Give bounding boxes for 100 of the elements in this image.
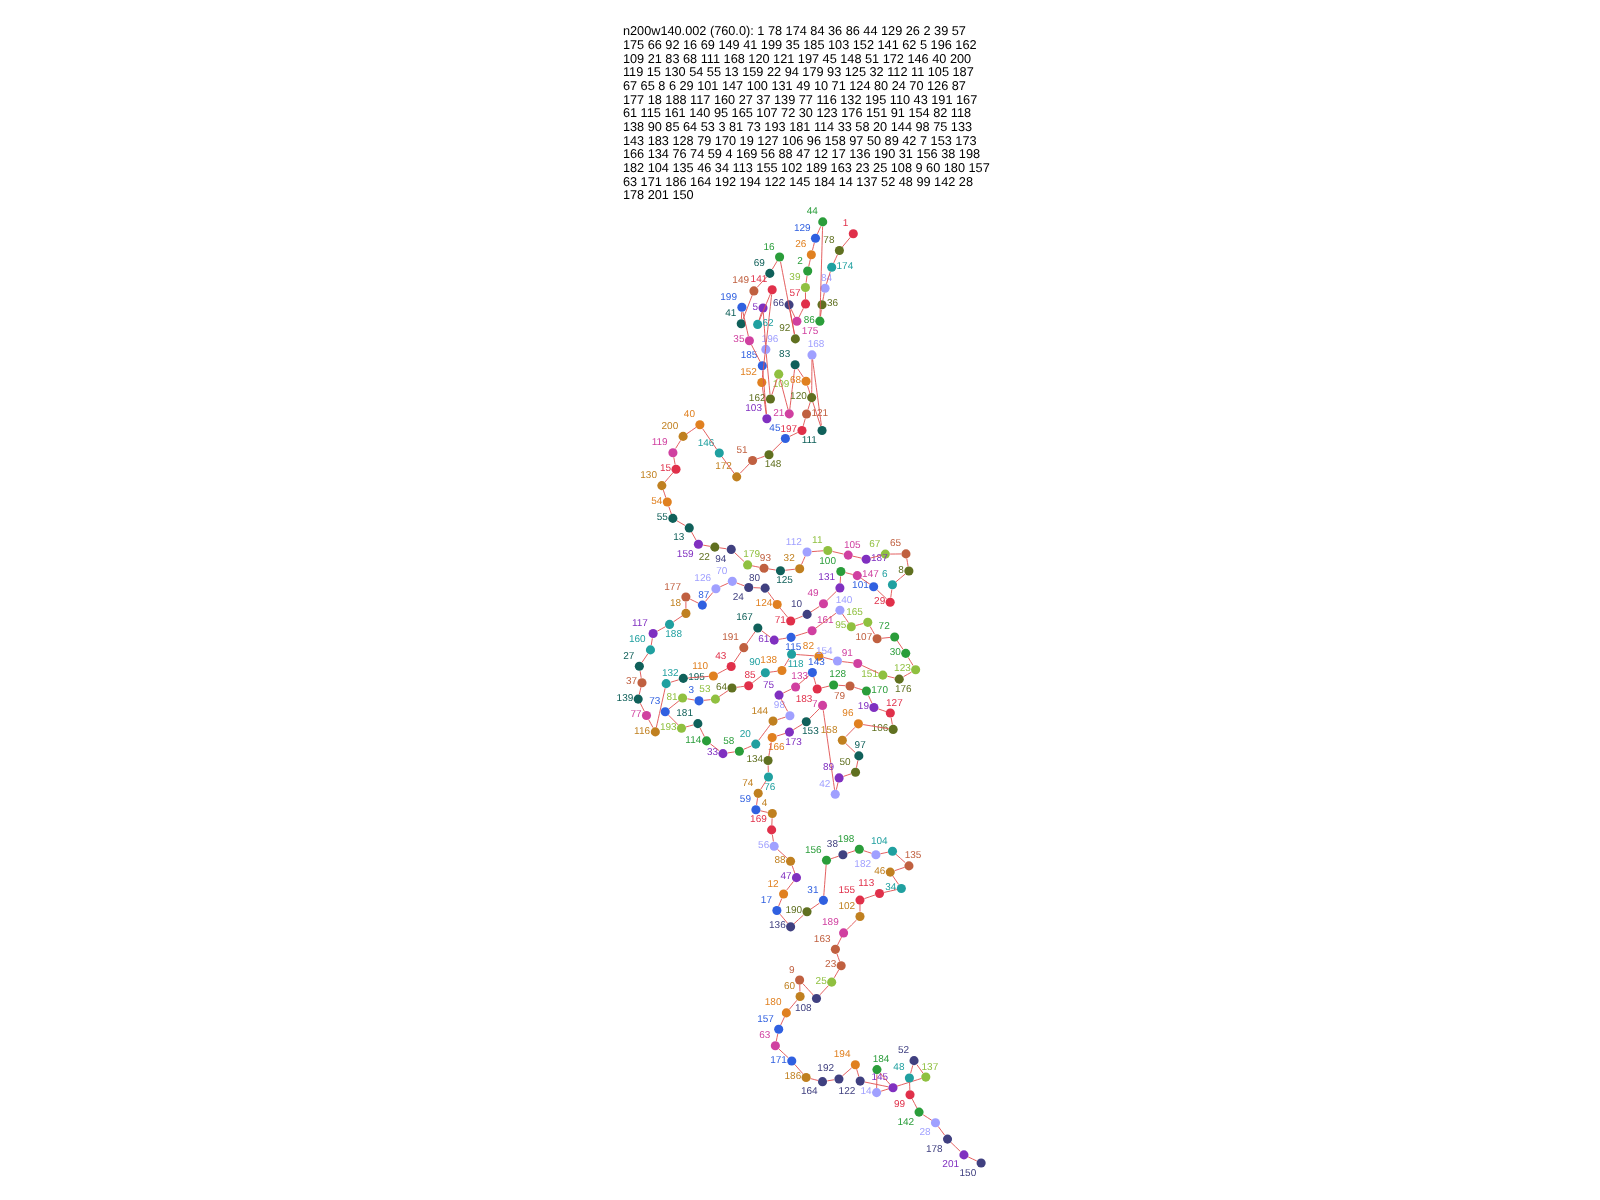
connector [776, 716, 785, 721]
connector [809, 902, 819, 910]
node-circle [771, 600, 781, 610]
connector [755, 276, 767, 288]
connector [742, 745, 751, 750]
node-circle [920, 1072, 930, 1082]
node-circle [677, 431, 687, 441]
node-circle [707, 671, 717, 681]
node-circle [801, 409, 811, 419]
node-circle [786, 1056, 796, 1066]
connector [640, 653, 648, 663]
node-circle [784, 711, 794, 721]
connector [859, 577, 870, 585]
connector [779, 698, 788, 712]
connector [810, 550, 823, 553]
connector [842, 773, 851, 777]
node-circle [813, 651, 823, 661]
connector [936, 1126, 945, 1136]
node-circle [860, 554, 870, 564]
node-circle [785, 632, 795, 642]
node-circle [725, 544, 735, 554]
node-circle [785, 616, 795, 626]
node-circle [789, 360, 799, 370]
node-circle [835, 961, 845, 971]
node-circle [776, 666, 786, 676]
node-circle [820, 855, 831, 865]
node-circle [895, 884, 905, 894]
node-circle [767, 716, 777, 726]
connector [804, 275, 807, 284]
node-circle [868, 702, 878, 712]
node-circle [790, 873, 800, 883]
connector [893, 866, 905, 872]
connector [675, 520, 685, 526]
connector [793, 1064, 803, 1075]
node-circle [800, 299, 810, 309]
node-circle [677, 693, 687, 703]
connector [761, 386, 766, 415]
connector [821, 292, 824, 301]
node-circle [884, 597, 894, 607]
connector [778, 378, 788, 410]
node-circle [835, 566, 845, 577]
node-circle [834, 583, 844, 593]
node-circle [743, 336, 753, 346]
connector [840, 661, 853, 664]
connector [797, 675, 809, 685]
node-circle [726, 576, 736, 586]
node-circle [801, 907, 811, 917]
node-circle [766, 732, 776, 743]
connector [738, 463, 749, 474]
connector [750, 344, 760, 363]
node-circle [774, 566, 784, 576]
node-circle [822, 545, 832, 555]
node-circle [903, 861, 913, 871]
connector [776, 849, 787, 859]
connector [882, 889, 897, 893]
node-circle [649, 727, 659, 737]
connector [667, 714, 678, 726]
connector [825, 1079, 834, 1082]
connector [811, 359, 821, 426]
connector [831, 551, 843, 555]
connector [794, 654, 814, 657]
node-circle [849, 1060, 859, 1070]
node-circle [675, 723, 686, 733]
node-circle [766, 285, 776, 295]
connector [822, 656, 833, 661]
node-circle [750, 739, 760, 749]
node-circle [816, 1077, 827, 1087]
connector [669, 679, 679, 683]
node-circle [632, 694, 642, 704]
node-circle [806, 626, 816, 636]
connector [783, 657, 789, 667]
node-circle [794, 564, 804, 574]
node-circle [829, 789, 839, 799]
node-circle [769, 1041, 779, 1051]
node-circle [834, 605, 844, 615]
node-circle [801, 609, 811, 619]
node-circle [783, 300, 793, 310]
node-circle [667, 513, 677, 523]
node-circle [810, 994, 821, 1004]
node-circle [773, 369, 783, 379]
node-circle [871, 634, 881, 644]
connector [701, 544, 710, 547]
connector [820, 685, 829, 689]
node-circle [887, 724, 897, 734]
node-circle [664, 619, 674, 629]
connector [638, 670, 641, 679]
connector [783, 568, 795, 571]
connector [844, 726, 855, 737]
node-circle [660, 679, 670, 689]
connector [838, 575, 841, 584]
connector [804, 291, 805, 300]
connector [885, 675, 895, 679]
connector [789, 308, 795, 318]
connector [910, 1098, 917, 1109]
connector [770, 260, 777, 270]
connector [908, 1082, 910, 1091]
node-circle [900, 549, 910, 559]
node-circle [736, 302, 746, 312]
connector [844, 743, 855, 753]
connector [701, 428, 717, 450]
